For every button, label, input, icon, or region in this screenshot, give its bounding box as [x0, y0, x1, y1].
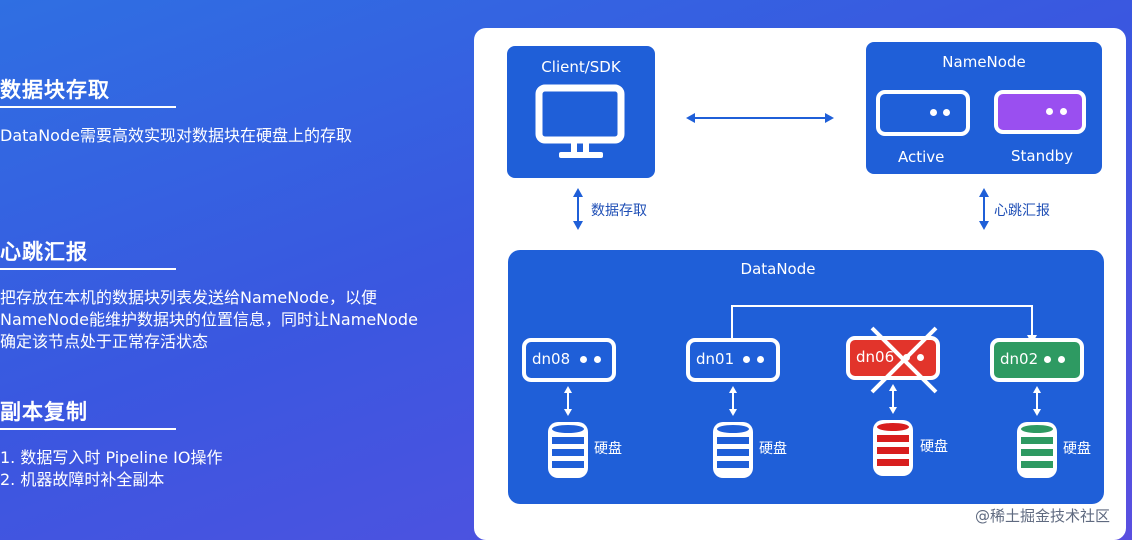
vertical-arrow-icon	[564, 386, 572, 416]
namenode-box: NameNode Active Standby	[866, 42, 1102, 174]
datanode-label: dn01	[696, 350, 735, 368]
section-divider	[0, 428, 176, 430]
section-divider	[0, 268, 176, 270]
section-title: 心跳汇报	[0, 240, 88, 264]
status-dot	[1046, 108, 1053, 115]
disk-icon	[1017, 422, 1057, 478]
section-body-line: 确定该节点处于正常存活状态	[0, 332, 209, 351]
standby-label: Standby	[1011, 147, 1074, 165]
client-sdk-label: Client/SDK	[541, 58, 621, 76]
status-dot	[1060, 108, 1067, 115]
disk-icon	[713, 422, 753, 478]
disk-icon	[873, 420, 913, 476]
datanode-dn02: dn02	[990, 338, 1084, 382]
datanode-title: DataNode	[740, 260, 816, 278]
status-dot	[943, 109, 950, 116]
disk-label: 硬盘	[594, 441, 622, 457]
status-dot	[1058, 356, 1065, 363]
vertical-arrow-icon	[889, 384, 897, 414]
double-arrow-icon	[686, 113, 834, 123]
section-title: 数据块存取	[0, 78, 110, 102]
status-dot	[917, 354, 924, 361]
disk-label: 硬盘	[759, 441, 787, 457]
disk-icon	[548, 422, 588, 478]
section-body-line: DataNode需要高效实现对数据块在硬盘上的存取	[0, 126, 352, 145]
watermark: @稀土掘金技术社区	[974, 507, 1110, 525]
active-node	[876, 90, 970, 136]
namenode-title: NameNode	[942, 53, 1026, 71]
section-title: 副本复制	[0, 400, 88, 424]
monitor-icon	[535, 84, 625, 158]
vertical-arrow-icon	[1033, 386, 1041, 416]
failure-cross-icon	[870, 326, 938, 394]
section-body-line: NameNode能维护数据块的位置信息，同时让NameNode	[0, 310, 418, 329]
standby-node	[994, 90, 1086, 134]
disk-label: 硬盘	[1063, 441, 1091, 457]
disk-label: 硬盘	[920, 439, 948, 455]
diagram-panel: Client/SDK NameNode Active Standby 数据	[474, 28, 1126, 540]
list-item: 1. 数据写入时 Pipeline IO操作	[0, 448, 223, 467]
heartbeat-label: 心跳汇报	[994, 203, 1050, 219]
status-dot	[594, 356, 601, 363]
data-access-label: 数据存取	[591, 203, 647, 219]
status-dot	[580, 356, 587, 363]
client-sdk-box: Client/SDK	[507, 46, 655, 178]
list-item: 2. 机器故障时补全副本	[0, 470, 165, 489]
datanode-box: DataNode dn08 dn01 dn06	[508, 250, 1104, 504]
vertical-arrow-icon	[979, 188, 989, 230]
datanode-label: dn02	[1000, 350, 1039, 368]
vertical-arrow-icon	[573, 188, 583, 230]
datanode-dn01: dn01	[686, 338, 780, 382]
datanode-dn08: dn08	[522, 338, 616, 382]
status-dot	[757, 356, 764, 363]
datanode-label: dn08	[532, 350, 571, 368]
active-label: Active	[898, 148, 945, 166]
datanode-label: dn06	[856, 348, 895, 366]
status-dot	[743, 356, 750, 363]
section-divider	[0, 106, 176, 108]
section-body-line: 把存放在本机的数据块列表发送给NameNode，以便	[0, 288, 377, 307]
vertical-arrow-icon	[729, 386, 737, 416]
status-dot	[1044, 356, 1051, 363]
status-dot	[930, 109, 937, 116]
